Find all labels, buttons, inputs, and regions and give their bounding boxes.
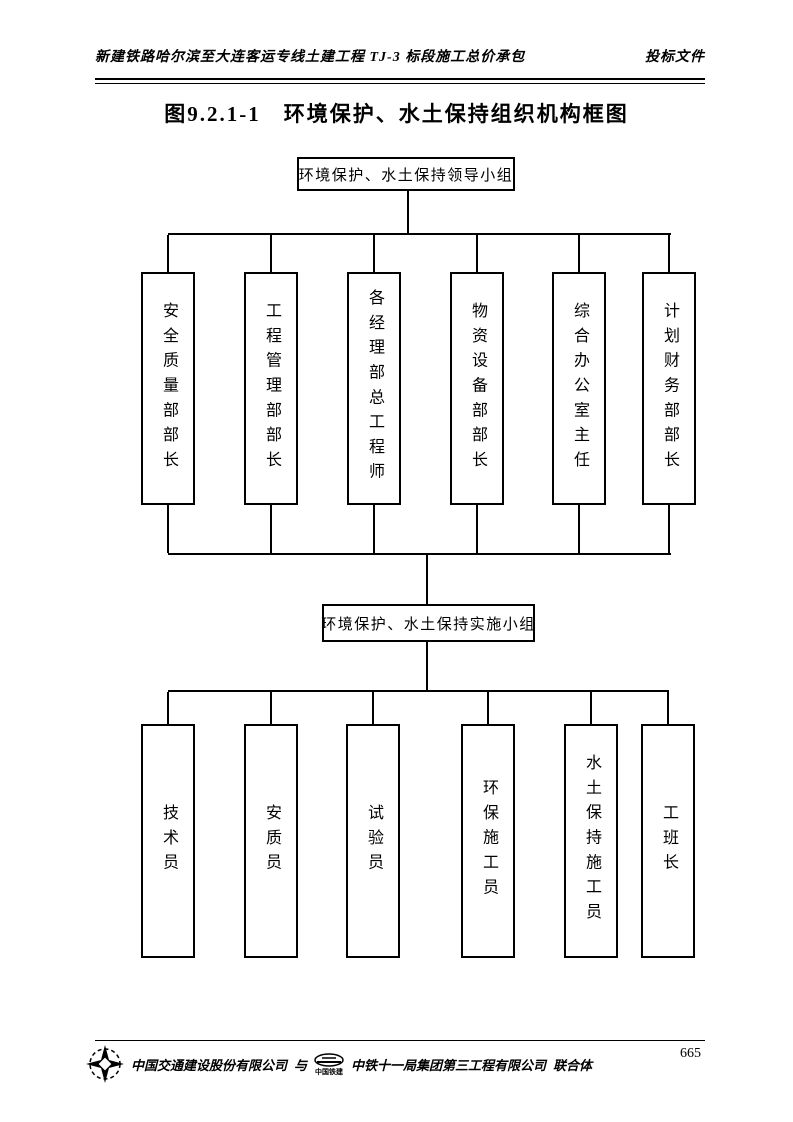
org-box-safety-inspector: 安质员 xyxy=(244,724,298,958)
connector-down-dept-4 xyxy=(476,505,478,553)
staff-label: 试验员 xyxy=(365,803,382,879)
org-box-foreman: 工班长 xyxy=(641,724,695,958)
leader-group-label: 环境保护、水土保持领导小组 xyxy=(298,167,514,184)
staff-label: 安质员 xyxy=(263,803,280,879)
dept-label: 各经理部总工程师 xyxy=(366,289,383,488)
connector-drop-staff-4 xyxy=(487,692,489,724)
header-right-text: 投标文件 xyxy=(645,50,705,65)
connector-bus-departments xyxy=(168,233,671,235)
page-footer: 中国交通建设股份有限公司 与 中国铁建 中铁十一局集团第三工程有限公司 联合体 xyxy=(86,1044,592,1084)
connector-drop-dept-2 xyxy=(270,235,272,272)
org-box-planning-finance-chief: 计划财务部部长 xyxy=(642,272,696,505)
connector-to-implement-group xyxy=(426,555,428,604)
org-box-tester: 试验员 xyxy=(346,724,400,958)
header-left-text: 新建铁路哈尔滨至大连客运专线土建工程 TJ-3 标段施工总价承包 xyxy=(95,50,526,65)
staff-label: 水土保持施工员 xyxy=(583,754,600,928)
page-number: 665 xyxy=(680,1046,701,1061)
org-box-materials-equipment-chief: 物资设备部部长 xyxy=(450,272,504,505)
connector-drop-staff-2 xyxy=(270,692,272,724)
figure-title: 图9.2.1-1 环境保护、水土保持组织机构框图 xyxy=(164,102,629,126)
org-box-safety-quality-chief: 安全质量部部长 xyxy=(141,272,195,505)
connector-bus-collect xyxy=(168,553,671,555)
dept-label: 综合办公室主任 xyxy=(571,301,588,476)
org-box-engineering-mgmt-chief: 工程管理部部长 xyxy=(244,272,298,505)
connector-down-dept-6 xyxy=(668,505,670,553)
staff-label: 环保施工员 xyxy=(480,779,497,903)
header-double-rule xyxy=(95,78,705,84)
footer-company-right: 中铁十一局集团第三工程有限公司 xyxy=(351,1057,547,1073)
connector-drop-staff-1 xyxy=(167,692,169,724)
crcc-logo-block: 中国铁建 xyxy=(314,1052,344,1076)
connector-down-dept-1 xyxy=(167,505,169,553)
crcc-logo xyxy=(314,1052,344,1067)
dept-label: 计划财务部部长 xyxy=(661,301,678,476)
connector-implement-drop xyxy=(426,642,428,690)
org-box-water-soil-worker: 水土保持施工员 xyxy=(564,724,618,958)
connector-drop-staff-3 xyxy=(372,692,374,724)
dept-label: 安全质量部部长 xyxy=(160,301,177,476)
page-header: 新建铁路哈尔滨至大连客运专线土建工程 TJ-3 标段施工总价承包 投标文件 xyxy=(95,46,705,66)
footer-rule xyxy=(95,1040,705,1041)
connector-drop-dept-4 xyxy=(476,235,478,272)
dept-label: 物资设备部部长 xyxy=(469,301,486,476)
connector-drop-dept-5 xyxy=(578,235,580,272)
org-box-technician: 技术员 xyxy=(141,724,195,958)
implement-group-label: 环境保护、水土保持实施小组 xyxy=(321,616,536,633)
staff-label: 技术员 xyxy=(160,803,177,879)
connector-down-dept-2 xyxy=(270,505,272,553)
connector-drop-staff-5 xyxy=(590,692,592,724)
footer-suffix: 联合体 xyxy=(553,1057,593,1073)
connector-drop-dept-3 xyxy=(373,235,375,272)
connector-drop-staff-6 xyxy=(667,692,669,724)
org-box-env-protection-worker: 环保施工员 xyxy=(461,724,515,958)
org-box-chief-engineer: 各经理部总工程师 xyxy=(347,272,401,505)
connector-bus-staff xyxy=(168,690,669,692)
footer-joiner: 与 xyxy=(294,1057,308,1073)
crcc-logo-caption: 中国铁建 xyxy=(315,1067,344,1076)
dept-label: 工程管理部部长 xyxy=(263,301,280,476)
org-box-implement-group: 环境保护、水土保持实施小组 xyxy=(321,604,536,642)
org-box-leader-group: 环境保护、水土保持领导小组 xyxy=(297,157,515,191)
connector-drop-dept-1 xyxy=(167,235,169,272)
staff-label: 工班长 xyxy=(660,803,677,879)
cccc-compass-logo xyxy=(86,1045,124,1083)
connector-down-dept-5 xyxy=(578,505,580,553)
org-box-general-office-director: 综合办公室主任 xyxy=(552,272,606,505)
footer-company-left: 中国交通建设股份有限公司 xyxy=(131,1057,288,1073)
connector-leader-drop xyxy=(407,190,409,233)
connector-down-dept-3 xyxy=(373,505,375,553)
connector-drop-dept-6 xyxy=(668,235,670,272)
